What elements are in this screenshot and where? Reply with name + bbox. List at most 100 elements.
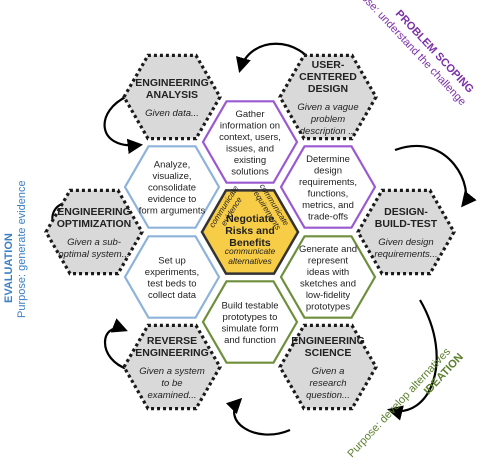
outer-hex-title: ENGINEERING: [135, 347, 209, 359]
inner-hex-text: form arguments: [139, 206, 206, 217]
outer-hex-title: OPTIMIZATION: [57, 218, 131, 230]
inner-hex-text: Determine: [306, 154, 350, 165]
inner-hex-text: low-fidelity: [306, 290, 351, 301]
inner-hex-text: metrics, and: [302, 200, 354, 211]
inner-hex-text: test beds to: [147, 278, 196, 289]
inner-hex-text: sketches and: [300, 278, 356, 289]
inner-hex-text: context, users,: [219, 132, 281, 143]
outer-hex-given: examined...: [147, 390, 196, 401]
outer-hex-title: CENTERED: [299, 71, 357, 83]
inner-hex-text: existing: [234, 155, 266, 166]
inner-hex-text: issues, and: [226, 143, 274, 154]
outer-hex-given: to be: [161, 378, 182, 389]
outer-hex-title: ENGINEERING: [291, 335, 365, 347]
inner-hex-determine: Determinedesignrequirements,functions,me…: [279, 145, 377, 229]
outer-hex-shape: [122, 53, 222, 141]
evaluation-purpose: Purpose: generate evidence: [16, 180, 28, 318]
cycle-arrow: [225, 397, 291, 436]
center-title: Negotiate: [226, 213, 274, 225]
outer-hex-given: Given design: [378, 237, 433, 248]
outer-hex-title: REVERSE: [147, 335, 197, 347]
outer-hex-given: question...: [306, 390, 350, 401]
outer-hex-design-build-test: DESIGN-BUILD-TEST Given designrequirement…: [356, 188, 456, 276]
inner-hex-text: prototypes to: [223, 312, 278, 323]
outer-hex-title: ANALYSIS: [146, 89, 198, 101]
inner-hex-text: ideas with: [307, 267, 349, 278]
inner-hex-text: trade-offs: [308, 211, 348, 222]
inner-hex-text: Generate and: [299, 244, 357, 255]
inner-hex-text: represent: [308, 255, 348, 266]
cycle-arrow: [387, 299, 438, 421]
inner-hex-text: simulate form: [221, 323, 278, 334]
outer-hex-given: research: [310, 378, 347, 389]
inner-hex-shape: [201, 100, 299, 184]
inner-hex-text: evidence to: [148, 194, 197, 205]
cycle-arrow: [104, 318, 131, 372]
inner-hex-text: collect data: [148, 290, 197, 301]
evaluation-title: EVALUATION: [3, 233, 15, 303]
inner-hex-text: and function: [224, 335, 276, 346]
outer-hex-shape: [278, 53, 378, 141]
inner-hex-text: functions,: [308, 188, 349, 199]
problem-scoping-title: PROBLEM SCOPING: [393, 8, 476, 96]
outer-hex-given: Given data...: [145, 108, 199, 119]
outer-hex-title: BUILD-TEST: [375, 218, 438, 230]
inner-hex-shape: [123, 145, 221, 229]
inner-hex-text: visualize,: [152, 171, 191, 182]
outer-hex-shape: [122, 323, 222, 411]
outer-hex-shape: [278, 323, 378, 411]
inner-hex-text: consolidate: [148, 183, 196, 194]
inner-hex-text: prototypes: [306, 301, 351, 312]
cycle-arrow: [103, 94, 144, 155]
inner-hex-text: requirements,: [299, 177, 357, 188]
outer-hex-given: Given a system: [139, 366, 205, 377]
outer-hex-given: problem: [310, 114, 345, 125]
inner-hex-text: design: [314, 165, 342, 176]
outer-hex-shape: [356, 188, 456, 276]
inner-hex-text: experiments,: [145, 267, 199, 278]
outer-hex-given: requirements...: [374, 249, 437, 260]
inner-hex-text: Analyze,: [154, 160, 190, 171]
inner-hex-text: solutions: [231, 166, 269, 177]
center-communicate-alternatives: alternatives: [228, 256, 272, 266]
center-title: Risks and: [225, 225, 275, 237]
outer-hex-title: SCIENCE: [305, 347, 352, 359]
outer-hex-given: Given a: [312, 366, 345, 377]
outer-hex-given: optimal system...: [58, 249, 129, 260]
outer-hex-title: DESIGN: [308, 83, 348, 95]
outer-hex-title: ENGINEERING: [135, 77, 209, 89]
inner-hex-text: Gather: [235, 109, 264, 120]
outer-hex-title: ENGINEERING: [57, 206, 131, 218]
outer-hex-given: Given a sub-: [67, 237, 121, 248]
inner-hex-text: Build testable: [221, 300, 278, 311]
inner-hex-shape: [123, 235, 221, 319]
inner-hex-shape: [201, 280, 299, 364]
cycle-arrow: [394, 144, 477, 208]
center-title: Benefits: [229, 237, 271, 249]
outer-hex-given: Given a vague: [297, 102, 358, 113]
outer-hex-title: USER-: [312, 59, 345, 71]
inner-hex-shape: [279, 145, 377, 229]
outer-hex-given: description ...: [300, 126, 357, 137]
inner-hex-text: Set up: [158, 255, 185, 266]
outer-hex-title: DESIGN-: [384, 206, 428, 218]
inner-hex-text: information on: [220, 120, 280, 131]
center-hex-shape: [200, 189, 300, 275]
center-communicate-alternatives: communicate: [225, 246, 276, 256]
